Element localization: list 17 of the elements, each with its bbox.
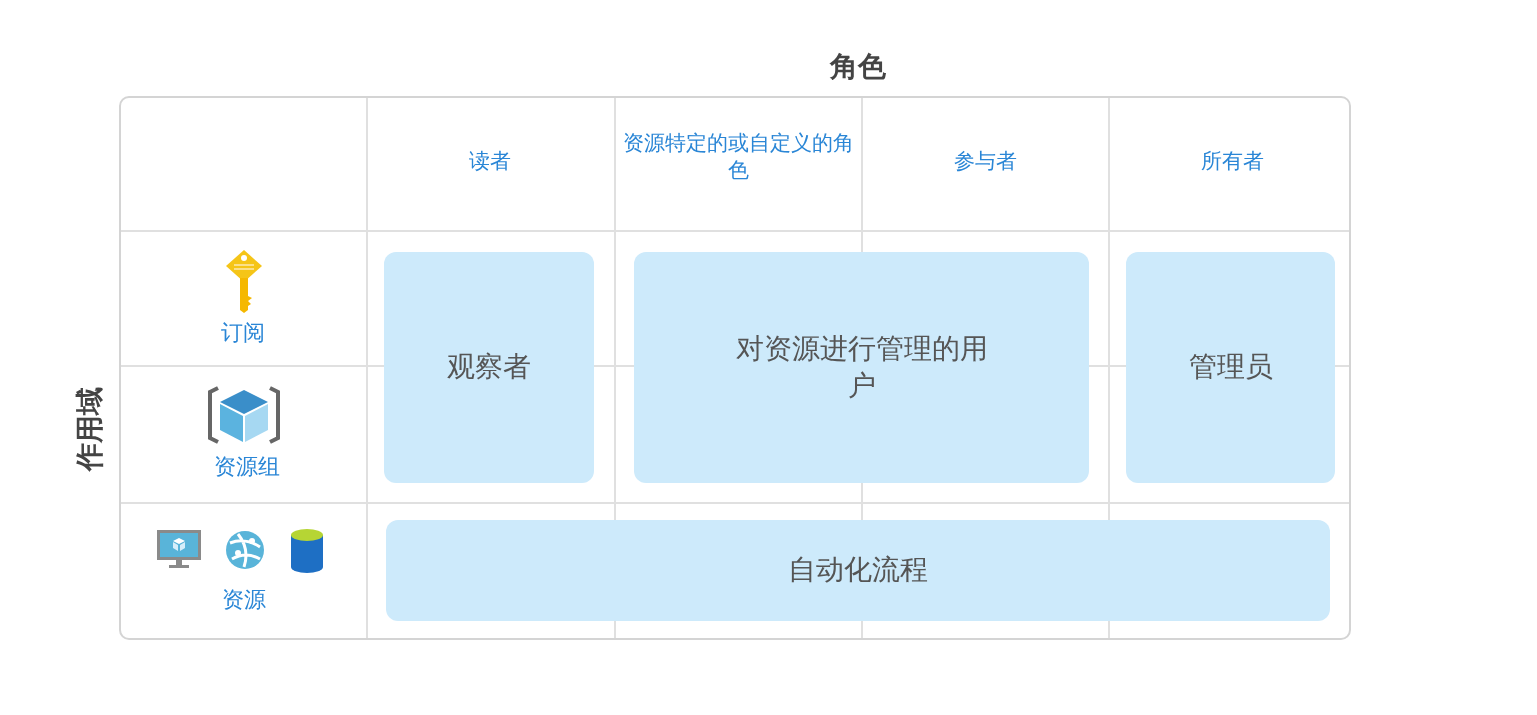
- role-box: [634, 252, 1089, 483]
- axis-title: 角色: [830, 49, 886, 85]
- role-label: 观察者: [447, 349, 531, 386]
- role-box: [1126, 252, 1335, 483]
- role-label: 自动化流程: [788, 552, 928, 589]
- column-header: 资源特定的或自定义的角色: [621, 130, 855, 185]
- role-box: [384, 252, 594, 483]
- row-header: 订阅: [221, 319, 265, 347]
- axis-title: 作用域: [72, 387, 107, 471]
- role-box: [386, 520, 1330, 621]
- column-header: 读者: [468, 148, 512, 175]
- role-label: 管理员: [1188, 349, 1273, 386]
- column-header: 参与者: [952, 148, 1018, 175]
- column-header: 所有者: [1199, 148, 1265, 175]
- role-label: 对资源进行管理的用户: [734, 331, 989, 404]
- row-header: 资源组: [214, 453, 280, 481]
- row-header: 资源: [222, 586, 266, 614]
